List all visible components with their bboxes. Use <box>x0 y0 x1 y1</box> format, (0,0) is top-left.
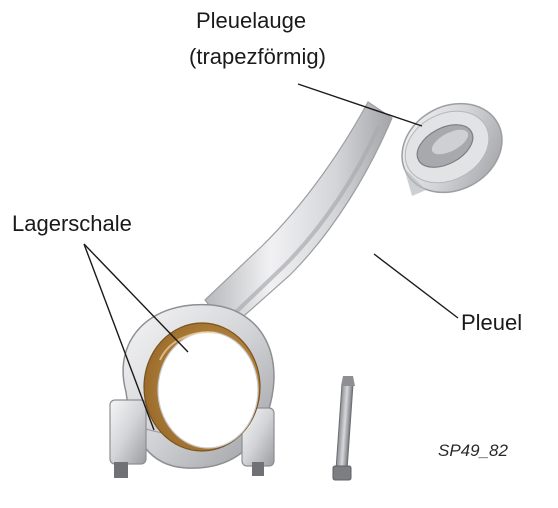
rod-shank <box>205 102 392 330</box>
figure-code: SP49_82 <box>438 436 508 466</box>
leader-rod <box>374 254 458 318</box>
cap-bolt <box>333 376 355 480</box>
small-end <box>386 87 517 210</box>
big-end-bore <box>158 332 258 448</box>
label-connecting-rod: Pleuel <box>461 308 522 338</box>
label-bearing-shell: Lagerschale <box>12 209 132 239</box>
label-small-end-shape: (trapezförmig) <box>189 42 326 72</box>
big-end <box>110 305 274 478</box>
label-small-end: Pleuelauge <box>196 6 306 36</box>
